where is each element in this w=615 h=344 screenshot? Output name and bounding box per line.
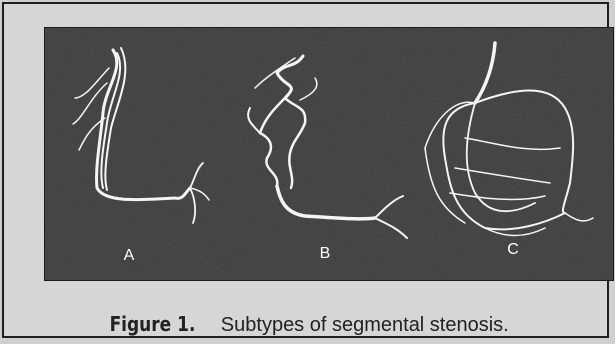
panel-label-c: C (507, 241, 519, 258)
panel-label-a: A (124, 247, 135, 264)
figure-caption-text: Subtypes of segmental stenosis. (221, 314, 509, 336)
figure-number: Figure 1. (110, 312, 196, 336)
figure-caption: Figure 1. Subtypes of segmental stenosis… (4, 312, 607, 337)
angiogram-image: A B C (44, 27, 614, 281)
panel-label-b: B (320, 245, 331, 262)
figure-frame: A B C Figure 1. Subtypes of segmental st… (2, 2, 609, 338)
angiogram-drawing: A B C (45, 28, 613, 280)
